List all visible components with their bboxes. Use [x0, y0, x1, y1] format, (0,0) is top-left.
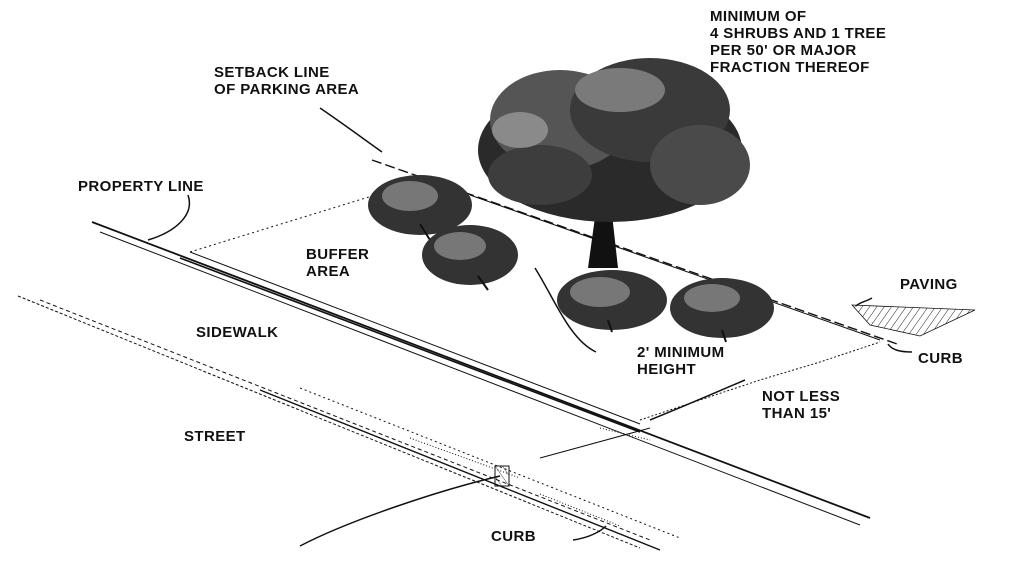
sidewalk-joint [599, 427, 651, 441]
tree-highlight [575, 68, 665, 112]
street-label: STREET [184, 428, 246, 445]
curb-marks [409, 427, 651, 527]
curb-section-mark [494, 465, 510, 487]
shrubs [368, 175, 774, 343]
curb-bottom-leader [572, 525, 607, 541]
tree-highlight-2 [492, 112, 548, 148]
not-less-leader [649, 379, 746, 421]
buffer-area-label: BUFFER AREA [306, 246, 370, 280]
shrub-1 [368, 175, 472, 241]
tree-canopy-lower [488, 145, 592, 205]
paving-hatch [851, 304, 976, 337]
min-height-label: 2' MINIMUM HEIGHT [637, 344, 725, 378]
shrub-3 [557, 270, 667, 333]
sidewalk-inner-edge-2 [189, 251, 641, 425]
setback-leader [319, 107, 383, 153]
street-ramp-line [539, 427, 651, 459]
curb-face-line [299, 387, 681, 539]
buffer-left-edge [189, 195, 373, 253]
leader-lines [147, 107, 913, 547]
tree [478, 58, 750, 268]
paving-leader [855, 297, 873, 307]
setback-parallel-line [469, 194, 881, 341]
property-line-leader [147, 194, 191, 241]
sidewalk-label: SIDEWALK [196, 324, 279, 341]
sidewalk-lines [91, 221, 871, 526]
property-line-edge [91, 221, 871, 519]
property-line-label: PROPERTY LINE [78, 178, 204, 195]
street-edge-line [17, 295, 641, 549]
property-line-inner [99, 231, 861, 526]
street-gutter-line [39, 299, 651, 541]
curb-right-label: CURB [918, 350, 963, 367]
tree-canopy-right [650, 125, 750, 205]
street-lines [17, 295, 681, 551]
paving-label: PAVING [900, 276, 958, 293]
curb-right-leader [887, 343, 913, 353]
curb-bottom-label: CURB [491, 528, 536, 545]
sidewalk-inner-edge [179, 257, 641, 433]
curb-top-line [259, 389, 661, 551]
setback-line-label: SETBACK LINE OF PARKING AREA [214, 64, 360, 98]
requirement-label: MINIMUM OF 4 SHRUBS AND 1 TREE PER 50' O… [710, 8, 887, 76]
min-height-leader [534, 267, 597, 353]
shrub-4 [670, 278, 774, 343]
street-leader [299, 475, 501, 547]
shrub-2 [422, 225, 518, 291]
not-less-label: NOT LESS THAN 15' [762, 388, 841, 422]
